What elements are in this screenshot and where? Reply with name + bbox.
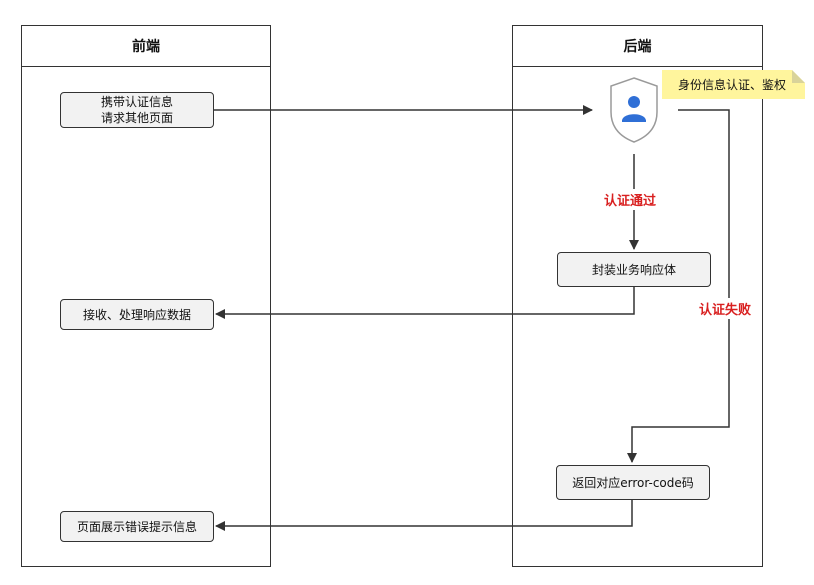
auth-fail-label: 认证失败 xyxy=(697,298,754,319)
wrap-response-box: 封装业务响应体 xyxy=(557,252,711,287)
auth-pass-label: 认证通过 xyxy=(602,189,659,210)
send-auth-request-line2: 请求其他页面 xyxy=(100,111,173,125)
backend-lane-title: 后端 xyxy=(513,26,762,67)
auth-note: 身份信息认证、鉴权 xyxy=(677,78,786,92)
frontend-lane-title: 前端 xyxy=(22,26,270,67)
return-error-box: 返回对应error-code码 xyxy=(556,465,710,500)
receive-response-box: 接收、处理响应数据 xyxy=(60,299,214,330)
show-error-box: 页面展示错误提示信息 xyxy=(60,511,214,542)
send-auth-request-line1: 携带认证信息 xyxy=(100,95,173,109)
send-auth-request-box: 携带认证信息 请求其他页面 xyxy=(60,92,214,128)
